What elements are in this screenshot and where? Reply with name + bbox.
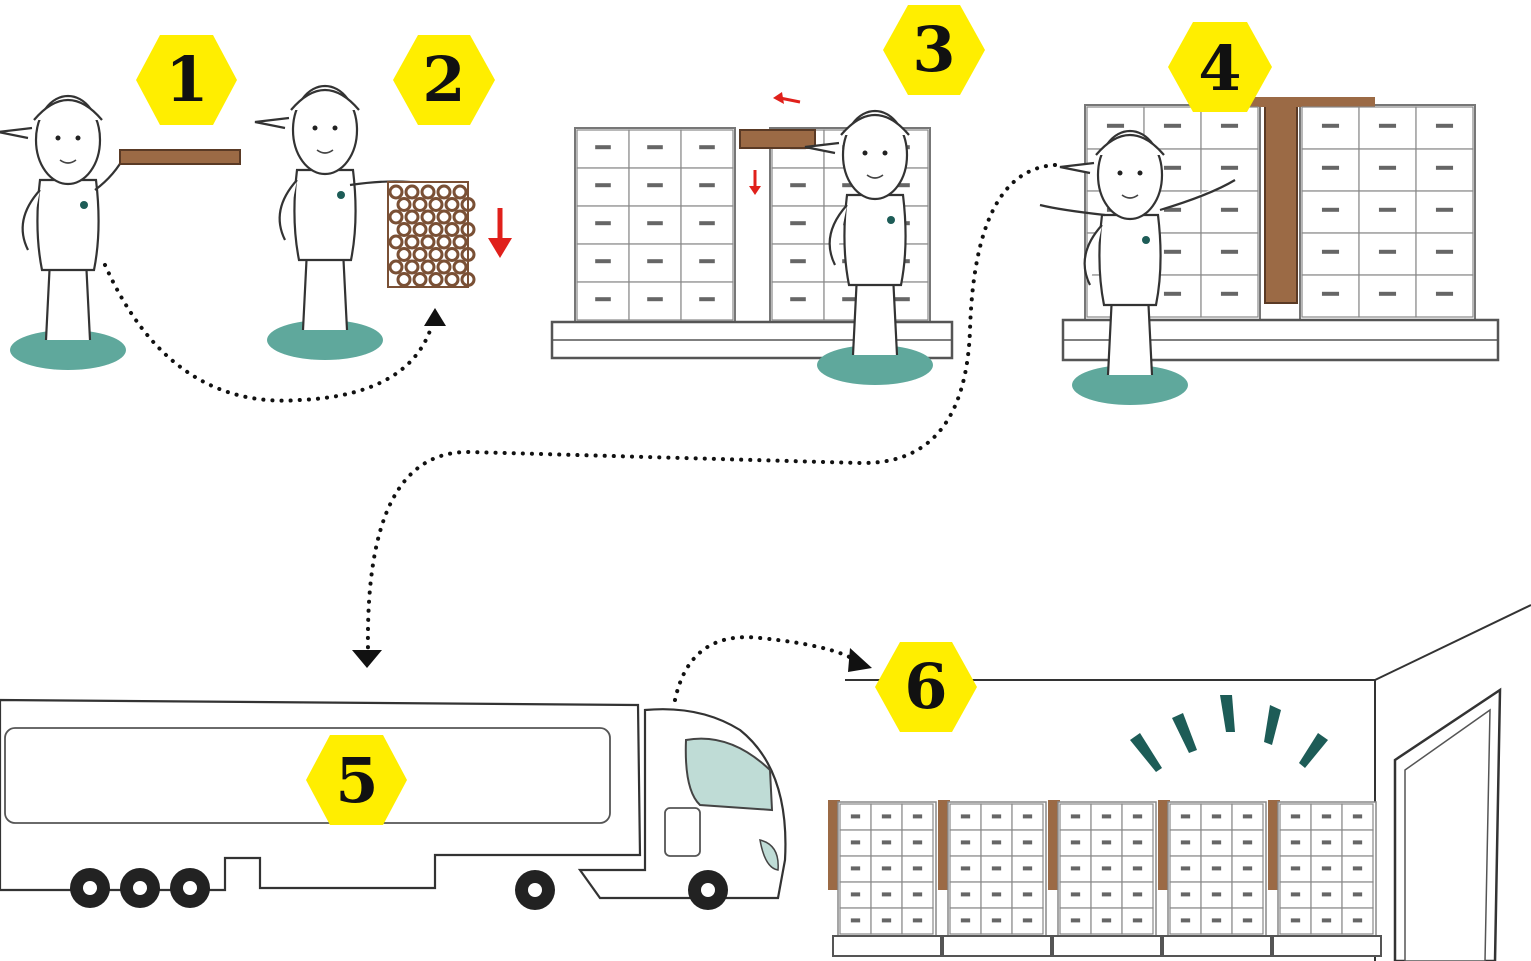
step-2-number: 2	[422, 43, 465, 116]
step-2-worker-with-honeycomb	[255, 86, 512, 360]
step-5-number: 5	[335, 744, 378, 817]
arrowhead-icon	[848, 648, 872, 672]
corner-board-icon	[120, 150, 240, 164]
step-2-badge: 2	[393, 35, 495, 125]
dotted-arrow-icon	[105, 265, 432, 401]
honeycomb-pad-icon	[388, 182, 474, 287]
step-6-badge: 6	[875, 642, 977, 732]
step-4-number: 4	[1198, 32, 1241, 105]
step-4-wrapped-pallets	[1040, 97, 1498, 405]
step-1-worker-with-board	[0, 96, 240, 370]
burst-icon	[1130, 695, 1328, 772]
arrowhead-icon	[424, 308, 446, 326]
step-3-number: 3	[912, 13, 955, 86]
dotted-arrow-icon	[675, 637, 855, 700]
arrowhead-icon	[352, 650, 382, 668]
down-arrow-icon	[488, 208, 512, 258]
step-3-badge: 3	[883, 5, 985, 95]
step-6-number: 6	[904, 650, 947, 723]
step-1-badge: 1	[136, 35, 237, 125]
step-1-number: 1	[165, 43, 208, 116]
step-3-pallet-stack	[552, 92, 952, 385]
